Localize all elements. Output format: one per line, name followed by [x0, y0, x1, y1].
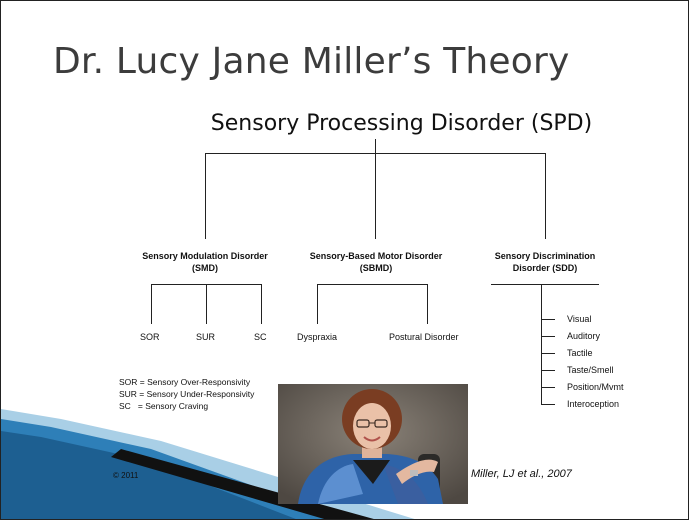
leaf-visual: Visual: [567, 314, 592, 324]
sdd-tick: [541, 336, 555, 337]
branch-connector-sdd: [545, 153, 546, 239]
sdd-tick: [541, 353, 555, 354]
sdd-tick: [541, 387, 555, 388]
sdd-tick: [541, 319, 555, 320]
sbmd-children-bar: [317, 284, 427, 285]
leaf-sur: SUR: [196, 332, 216, 342]
leaf-dyspraxia: Dyspraxia: [297, 332, 338, 342]
leaf-sor: SOR: [140, 332, 160, 342]
portrait-photo: [278, 384, 468, 504]
sbmd-child-connector: [317, 284, 318, 324]
smd-child-connector: [151, 284, 152, 324]
branch-label: Sensory Discrimination: [494, 251, 596, 261]
root-connector: [375, 139, 376, 153]
leaf-sc: SC: [254, 332, 267, 342]
smd-child-connector: [206, 284, 207, 324]
sdd-tick: [541, 404, 555, 405]
branch-connector-smd: [205, 153, 206, 239]
branch-node-sbmd: Sensory-Based Motor Disorder (SBMD): [301, 250, 451, 274]
leaf-taste-smell: Taste/Smell: [567, 365, 614, 375]
legend-item: SUR = Sensory Under-Responsivity: [119, 389, 255, 399]
branch-abbrev: (SBMD): [359, 263, 393, 273]
copyright-text: © 2011: [113, 471, 139, 480]
abbreviation-legend: SOR = Sensory Over-Responsivity SUR = Se…: [119, 376, 254, 412]
branch-abbrev: (SMD): [192, 263, 218, 273]
branch-node-smd: Sensory Modulation Disorder (SMD): [135, 250, 275, 274]
branch-node-sdd: Sensory Discrimination Disorder (SDD): [475, 250, 615, 274]
leaf-auditory: Auditory: [567, 331, 601, 341]
root-node: Sensory Processing Disorder (SPD): [210, 111, 593, 136]
sdd-tick: [541, 370, 555, 371]
sdd-bar: [491, 284, 599, 285]
branch-abbrev: Disorder (SDD): [512, 263, 578, 273]
sbmd-child-connector: [427, 284, 428, 324]
leaf-tactile: Tactile: [567, 348, 593, 358]
citation-text: Miller, LJ et al., 2007: [471, 468, 572, 480]
sdd-stem: [541, 284, 542, 405]
legend-item: SOR = Sensory Over-Responsivity: [119, 377, 251, 387]
slide-title: Dr. Lucy Jane Miller’s Theory: [53, 41, 570, 82]
branch-connector-sbmd: [375, 153, 376, 239]
branch-label: Sensory Modulation Disorder: [142, 251, 268, 261]
smd-child-connector: [261, 284, 262, 324]
leaf-interoception: Interoception: [567, 399, 620, 409]
leaf-postural-disorder: Postural Disorder: [389, 332, 459, 342]
leaf-position-mvmt: Position/Mvmt: [567, 382, 624, 392]
legend-item: SC = Sensory Craving: [119, 401, 209, 411]
branch-label: Sensory-Based Motor Disorder: [309, 251, 443, 261]
